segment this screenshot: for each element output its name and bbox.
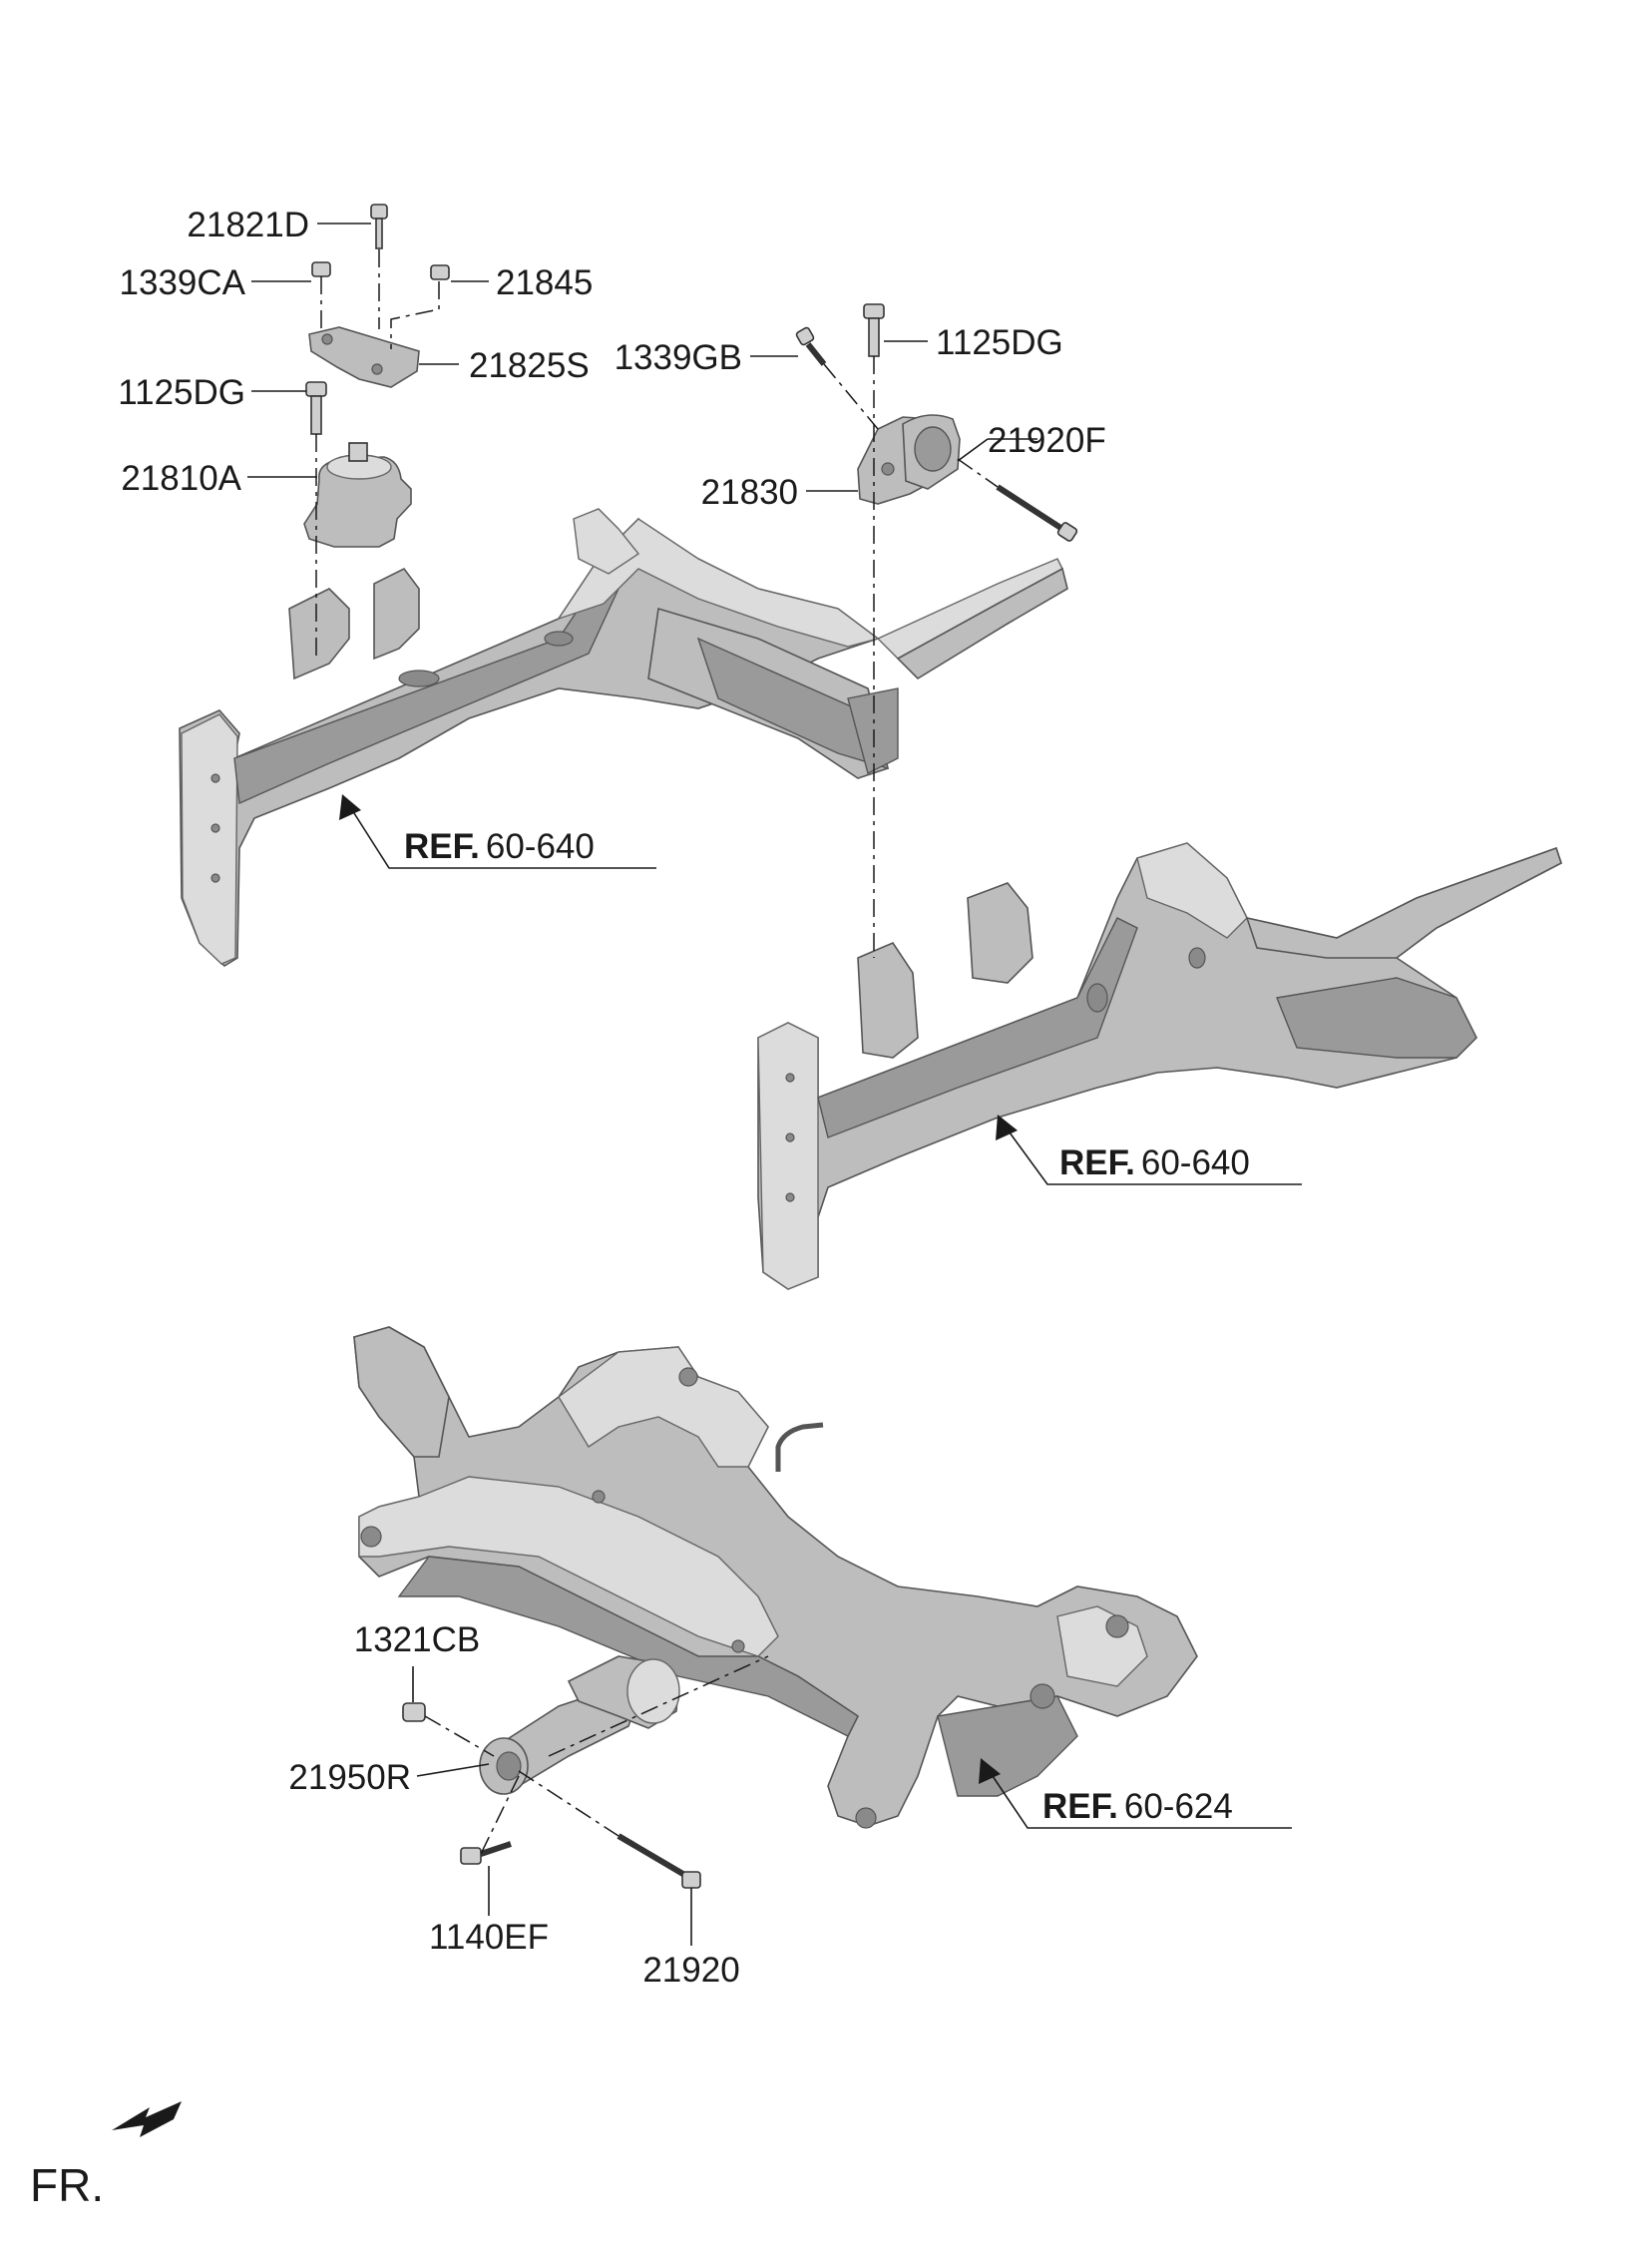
- transmission-mount-insulator-21920F: [902, 414, 961, 490]
- leader-lines: [247, 223, 1037, 1946]
- engine-mount-insulator-21810A: [303, 442, 412, 548]
- reference-prefix: REF.: [404, 827, 480, 866]
- label-1125DG-left: 1125DG: [118, 373, 245, 412]
- label-21821D: 21821D: [187, 206, 309, 244]
- front-arrow-icon: [112, 2101, 182, 2137]
- label-1321CB: 1321CB: [354, 1620, 480, 1659]
- label-1339GB: 1339GB: [615, 338, 742, 377]
- label-21920: 21920: [642, 1951, 739, 1990]
- engine-mount-bracket-21825S: [308, 326, 420, 388]
- label-21810A: 21810A: [121, 459, 241, 498]
- assembly-centerlines: [315, 249, 999, 1855]
- right-front-side-member: [757, 842, 1562, 1290]
- nut-1321CB: [402, 1702, 426, 1722]
- front-direction-indicator: FR.: [30, 2101, 182, 2211]
- label-1125DG-right: 1125DG: [936, 323, 1063, 362]
- bolt-1140EF: [460, 1841, 512, 1865]
- ref-arrow-1: [339, 794, 656, 869]
- reference-prefix: REF.: [1059, 1143, 1135, 1182]
- label-1339CA: 1339CA: [120, 263, 246, 302]
- engine-mount-bolt-21821D: [370, 204, 388, 249]
- label-1140EF: 1140EF: [429, 1918, 549, 1957]
- reference-label-1: REF.60-640: [404, 827, 595, 866]
- label-21950R: 21950R: [288, 1758, 411, 1797]
- bolt-1125DG-right: [863, 303, 885, 357]
- label-21920F: 21920F: [988, 421, 1106, 460]
- reference-labels: REF.60-640 REF.60-640 REF.60-624: [404, 827, 1250, 1826]
- engine-mount-bolt-1125DG-left: [305, 381, 327, 435]
- callout-labels: 21821D 1339CA 21845 21825S 1125DG 21810A…: [118, 206, 1105, 1990]
- bolt-1339GB: [795, 326, 827, 366]
- ref-arrow-2: [996, 1115, 1302, 1185]
- label-21830: 21830: [701, 473, 798, 512]
- label-21825S: 21825S: [469, 346, 590, 385]
- bolt-21920: [617, 1833, 701, 1889]
- label-21845: 21845: [496, 263, 593, 302]
- nut-21845: [430, 264, 450, 280]
- reference-label-2: REF.60-640: [1059, 1143, 1250, 1182]
- front-subframe: [353, 1326, 1198, 1829]
- reference-label-3: REF.60-624: [1042, 1787, 1233, 1826]
- front-label: FR.: [30, 2159, 104, 2211]
- reference-code: 60-640: [486, 827, 595, 866]
- ref-arrow-3: [979, 1758, 1292, 1829]
- nut-1339CA: [311, 261, 331, 277]
- reference-code: 60-624: [1124, 1787, 1233, 1826]
- reference-prefix: REF.: [1042, 1787, 1118, 1826]
- roll-rod-bracket-21950R: [479, 1655, 680, 1795]
- left-front-side-member: [179, 508, 1068, 967]
- reference-code: 60-640: [1141, 1143, 1250, 1182]
- through-bolt-21920F: [996, 484, 1078, 542]
